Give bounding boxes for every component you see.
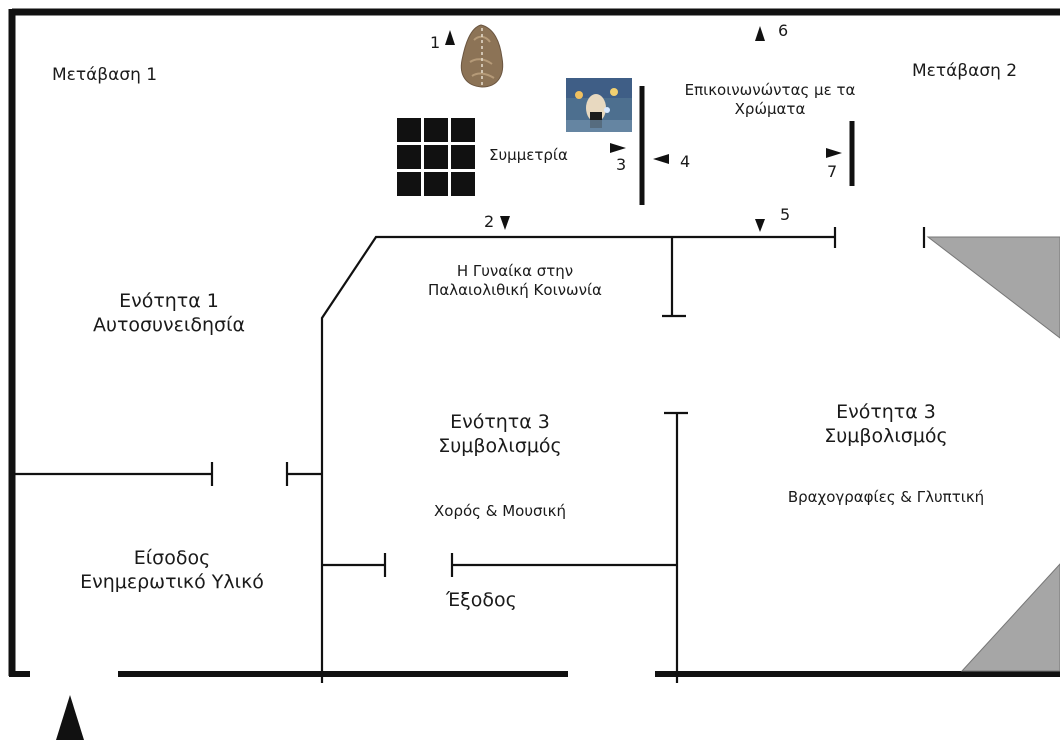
- exit-label: Έξοδος: [446, 589, 517, 611]
- lower-ramp: [960, 563, 1060, 672]
- unit-3-center-title: Ενότητα 3: [450, 411, 550, 433]
- colors-label: Επικοινωνώντας με τα Χρώματα: [660, 81, 880, 119]
- marker-1-number: 1: [430, 33, 441, 52]
- transition-2-label: Μετάβαση 2: [912, 61, 1018, 81]
- symmetry-tiles: [397, 118, 475, 196]
- colors-line-1: Επικοινωνώντας με τα: [684, 81, 856, 99]
- colors-line-2: Χρώματα: [734, 99, 806, 118]
- handaxe-artifact: [460, 24, 504, 88]
- woman-line-1: Η Γυναίκα στην: [456, 262, 574, 280]
- marker-6-arrow: [755, 26, 765, 41]
- marker-4-number: 4: [680, 152, 691, 171]
- marker-4-arrow: [653, 154, 669, 164]
- panel-walls: [639, 86, 855, 205]
- marker-5-number: 5: [780, 205, 791, 224]
- marker-6-number: 6: [778, 21, 789, 40]
- marker-2-number: 2: [484, 212, 495, 231]
- woman-line-2: Παλαιολιθική Κοινωνία: [428, 280, 602, 299]
- entrance-arrow: [56, 695, 84, 740]
- ramps: [926, 236, 1060, 672]
- unit-1-title: Ενότητα 1: [119, 290, 219, 312]
- unit-3-center-topic: Χορός & Μουσική: [434, 502, 566, 520]
- interior-walls: [12, 227, 926, 683]
- marker-1-arrow: [445, 30, 455, 45]
- entrance-title: Είσοδος: [133, 547, 211, 569]
- unit-3-right-subtitle: Συμβολισμός: [824, 424, 948, 447]
- symmetry-label: Συμμετρία: [489, 146, 568, 164]
- marker-2-arrow: [500, 216, 510, 230]
- unit-3-right-title: Ενότητα 3: [836, 401, 936, 423]
- transition-1-label: Μετάβαση 1: [52, 65, 158, 85]
- unit-1-label: Ενότητα 1 Αυτοσυνειδησία: [80, 290, 258, 338]
- direction-markers: [56, 26, 842, 740]
- entrance-subtitle: Ενημερωτικό Υλικό: [80, 570, 264, 593]
- entrance-label: Είσοδος Ενημερωτικό Υλικό: [62, 547, 282, 595]
- woman-label: Η Γυναίκα στην Παλαιολιθική Κοινωνία: [400, 262, 630, 300]
- outer-walls: [8, 8, 1060, 677]
- unit-1-subtitle: Αυτοσυνειδησία: [92, 313, 246, 336]
- color-photo: [566, 78, 632, 132]
- unit-3-right-label: Ενότητα 3 Συμβολισμός: [796, 401, 976, 449]
- marker-3-number: 3: [616, 155, 627, 174]
- marker-3-arrow: [610, 143, 626, 153]
- unit-3-center-subtitle: Συμβολισμός: [438, 434, 562, 457]
- marker-7-number: 7: [827, 162, 838, 181]
- unit-3-right-topic: Βραχογραφίες & Γλυπτική: [787, 488, 985, 506]
- unit-3-center-label: Ενότητα 3 Συμβολισμός: [410, 411, 590, 459]
- marker-7-arrow: [826, 148, 842, 158]
- upper-ramp: [926, 236, 1060, 339]
- marker-5-arrow: [755, 219, 765, 232]
